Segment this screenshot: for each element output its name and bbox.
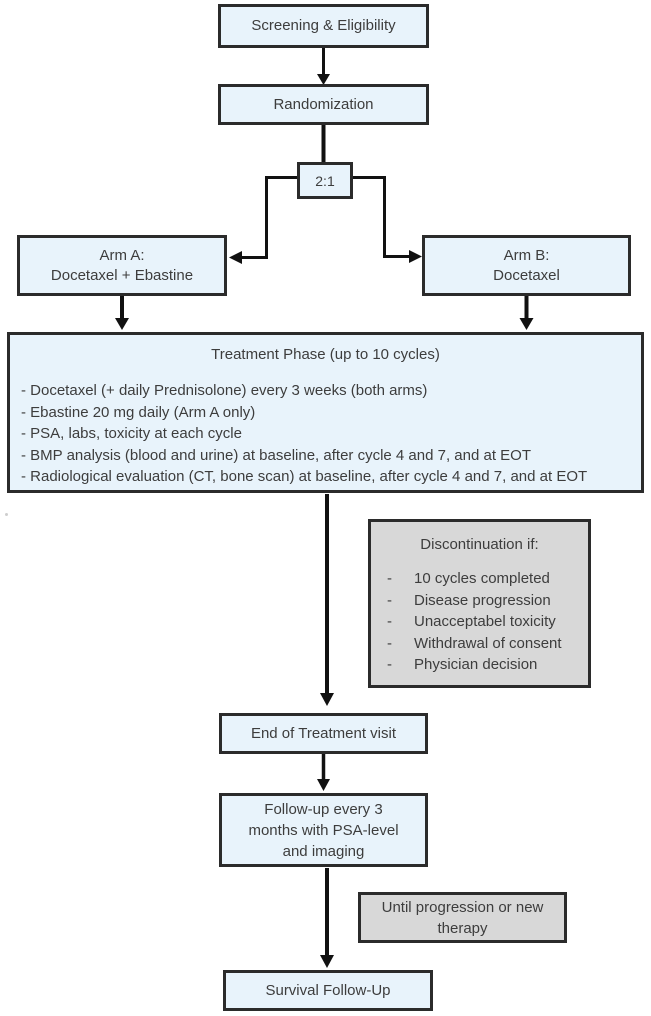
- branch-line-arm-b: [353, 176, 410, 258]
- discontinuation-item: - Withdrawal of consent: [387, 633, 588, 655]
- discontinuation-title: Discontinuation if:: [420, 536, 539, 553]
- discontinuation-item: - Unacceptabel toxicity: [387, 611, 588, 633]
- stray-mark: [5, 513, 8, 516]
- arrowhead-arm-b: [409, 250, 422, 263]
- discontinuation-item: - Physician decision: [387, 654, 588, 676]
- arrowhead-arm-a-to-treatment: [115, 318, 129, 330]
- node-arm-a: Arm A: Docetaxel + Ebastine: [17, 235, 227, 296]
- arrowhead-eot-to-followup: [317, 779, 330, 791]
- arrowhead-treatment-to-eot: [320, 693, 334, 706]
- survival-label: Survival Follow-Up: [265, 981, 391, 999]
- node-ratio-2-1: 2:1: [297, 162, 353, 199]
- arrowhead-arm-b-to-treatment: [519, 318, 534, 330]
- note-until-progression: Until progression or new therapy: [358, 892, 567, 943]
- discontinuation-item-text: Disease progression: [414, 591, 551, 609]
- node-randomization-label: Randomization: [273, 95, 374, 113]
- until-progression-line1: Until progression or new: [381, 898, 544, 916]
- arrowhead-screening-to-randomization: [317, 74, 330, 85]
- discontinuation-item-text: Physician decision: [414, 656, 538, 673]
- followup-line3: and imaging: [282, 842, 365, 860]
- arm-a-title: Arm A:: [99, 246, 145, 264]
- arm-b-regimen: Docetaxel: [493, 266, 560, 284]
- node-screening-label: Screening & Eligibility: [251, 17, 396, 34]
- treatment-item: - Radiological evaluation (CT, bone scan…: [21, 468, 588, 485]
- dash-bullet: -: [387, 656, 392, 673]
- node-arm-b: Arm B: Docetaxel: [422, 235, 631, 296]
- dash-bullet: -: [387, 613, 392, 630]
- treatment-phase-items: - Docetaxel (+ daily Prednisolone) every…: [10, 380, 641, 488]
- arm-b-title: Arm B:: [503, 246, 550, 264]
- arm-a-regimen: Docetaxel + Ebastine: [50, 266, 194, 284]
- arrowhead-arm-a: [229, 251, 242, 264]
- treatment-phase-title: Treatment Phase (up to 10 cycles): [211, 346, 440, 363]
- dash-bullet: -: [387, 591, 392, 609]
- node-randomization: Randomization: [218, 84, 429, 125]
- treatment-item: - PSA, labs, toxicity at each cycle: [21, 425, 242, 442]
- arrowhead-followup-to-survival: [320, 955, 334, 968]
- dash-bullet: -: [387, 634, 392, 652]
- followup-line2: months with PSA-level: [248, 821, 399, 839]
- dash-bullet: -: [387, 570, 392, 587]
- branch-line-arm-a: [241, 176, 297, 259]
- node-ratio-label: 2:1: [315, 172, 335, 189]
- discontinuation-item: - Disease progression: [387, 590, 588, 612]
- treatment-item: - Docetaxel (+ daily Prednisolone) every…: [21, 382, 428, 399]
- node-survival-followup: Survival Follow-Up: [223, 970, 433, 1011]
- node-treatment-phase: Treatment Phase (up to 10 cycles) - Doce…: [7, 332, 644, 493]
- node-followup: Follow-up every 3 months with PSA-level …: [219, 793, 428, 867]
- eot-label: End of Treatment visit: [250, 724, 397, 742]
- treatment-item: - Ebastine 20 mg daily (Arm A only): [21, 403, 256, 421]
- until-progression-line2: therapy: [437, 919, 488, 937]
- node-end-of-treatment-visit: End of Treatment visit: [219, 713, 428, 754]
- discontinuation-items: - 10 cycles completed - Disease progress…: [371, 568, 588, 676]
- discontinuation-item-text: Unacceptabel toxicity: [414, 613, 556, 630]
- node-screening-eligibility: Screening & Eligibility: [218, 4, 429, 48]
- note-discontinuation: Discontinuation if: - 10 cycles complete…: [368, 519, 591, 688]
- followup-line1: Follow-up every 3: [264, 800, 383, 818]
- discontinuation-item-text: Withdrawal of consent: [414, 634, 562, 652]
- treatment-item: - BMP analysis (blood and urine) at base…: [21, 446, 531, 464]
- discontinuation-item-text: 10 cycles completed: [414, 570, 550, 587]
- discontinuation-item: - 10 cycles completed: [387, 568, 588, 590]
